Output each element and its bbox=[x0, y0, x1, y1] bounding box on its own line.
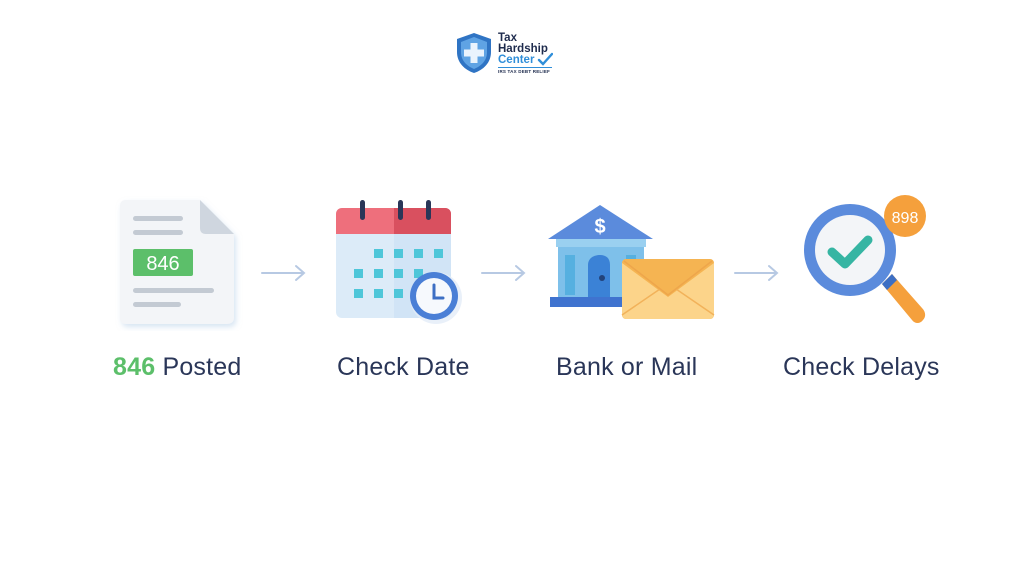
arrow-right-icon bbox=[481, 265, 526, 281]
arrow-right-icon bbox=[261, 265, 306, 281]
step-label-check-date: Check Date bbox=[337, 353, 470, 381]
arrow-right-icon bbox=[734, 265, 779, 281]
document-icon: 846 bbox=[120, 200, 234, 324]
shield-cross-icon bbox=[457, 33, 491, 73]
svg-text:846: 846 bbox=[146, 253, 179, 275]
brand-name: Tax Hardship Center bbox=[498, 32, 548, 66]
magnifier-check-icon: 898 bbox=[804, 195, 926, 323]
step-label-check-delays: Check Delays bbox=[783, 353, 940, 381]
bank-mail-icon: $ bbox=[548, 205, 715, 319]
brand-tagline: IRS TAX DEBT RELIEF bbox=[498, 69, 550, 74]
divider bbox=[498, 67, 552, 68]
step-label-bank-or-mail: Bank or Mail bbox=[556, 353, 698, 381]
brand-logo: Tax Hardship Center IRS TAX DEBT RELIEF bbox=[455, 32, 565, 76]
checkmark-icon bbox=[537, 52, 553, 66]
step-label-posted: 846 Posted bbox=[113, 353, 242, 381]
svg-text:$: $ bbox=[594, 216, 605, 238]
posted-code: 846 bbox=[113, 353, 156, 381]
calendar-clock-icon bbox=[336, 200, 462, 324]
svg-text:898: 898 bbox=[892, 210, 919, 227]
